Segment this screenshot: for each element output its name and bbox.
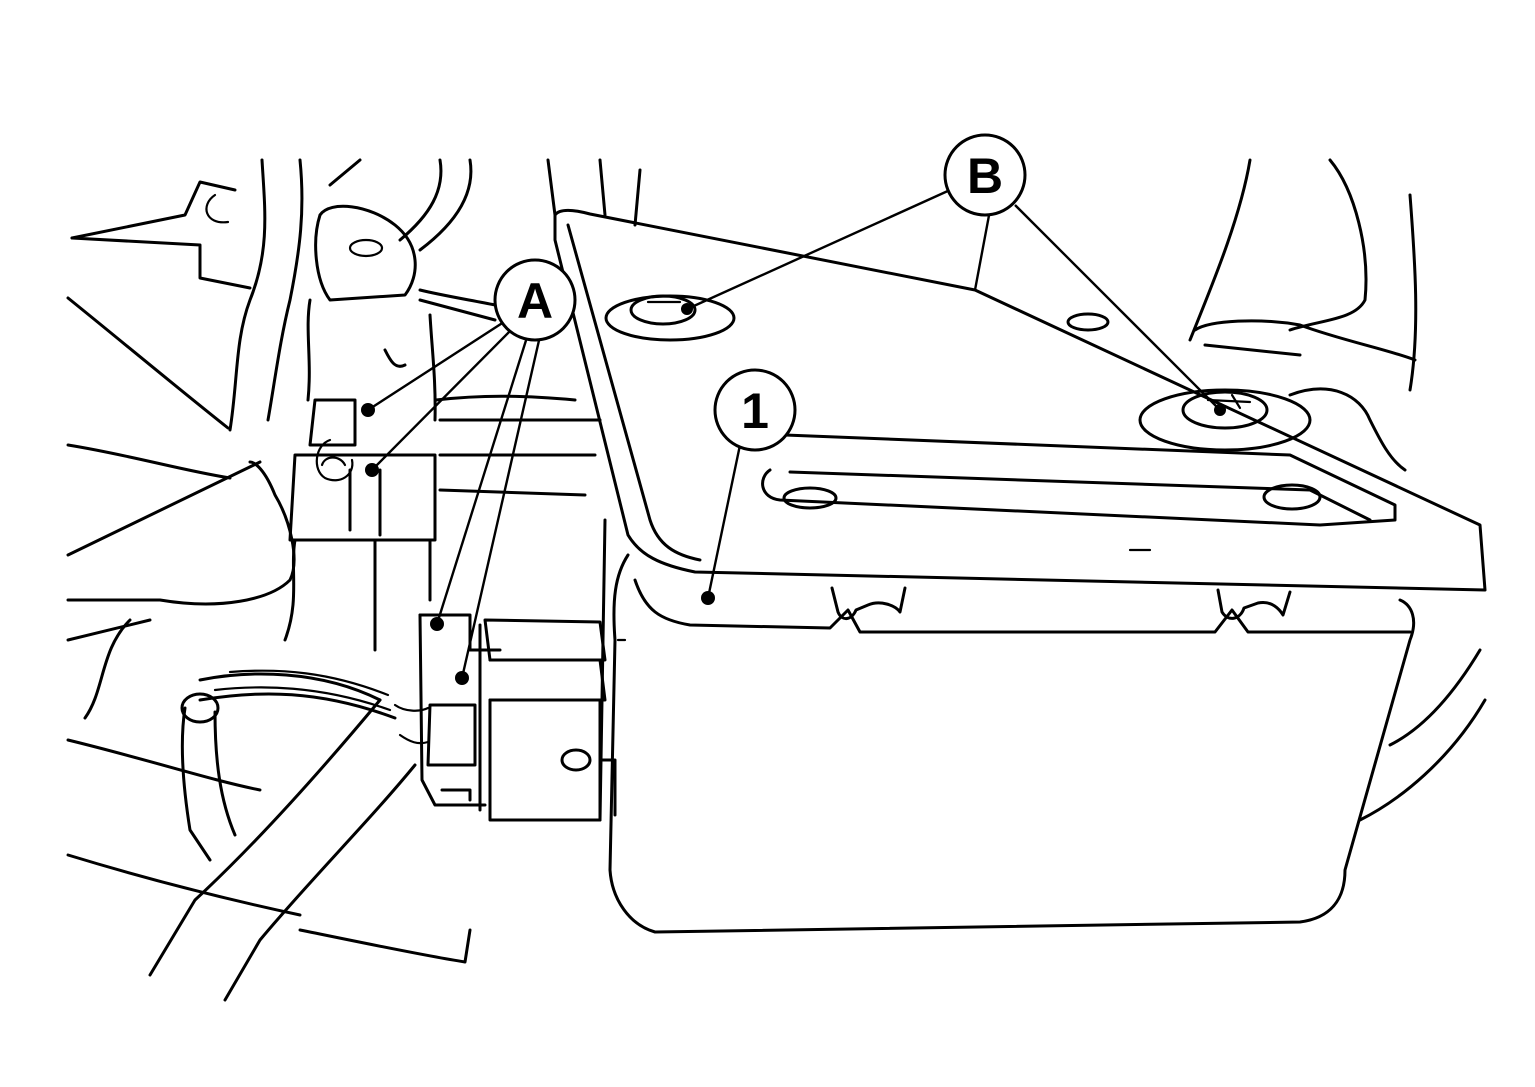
background-structure-right [546,158,1487,822]
upper-clamp-assembly [283,394,602,652]
callout-1-leader [701,444,742,605]
bolt-right [1138,388,1312,452]
callout-b-label: B [967,148,1003,204]
callout-1-label: 1 [741,383,769,439]
callout-a: A [493,258,577,342]
callout-a-leaders [361,316,542,685]
callout-1: 1 [713,368,797,452]
control-unit-box [553,208,1487,934]
harness-connector [148,613,617,1002]
callout-b: B [943,133,1027,217]
background-structure [66,158,497,964]
callout-b-leaders [681,188,1226,416]
callout-a-label: A [517,273,553,329]
bolt-left [604,294,736,342]
